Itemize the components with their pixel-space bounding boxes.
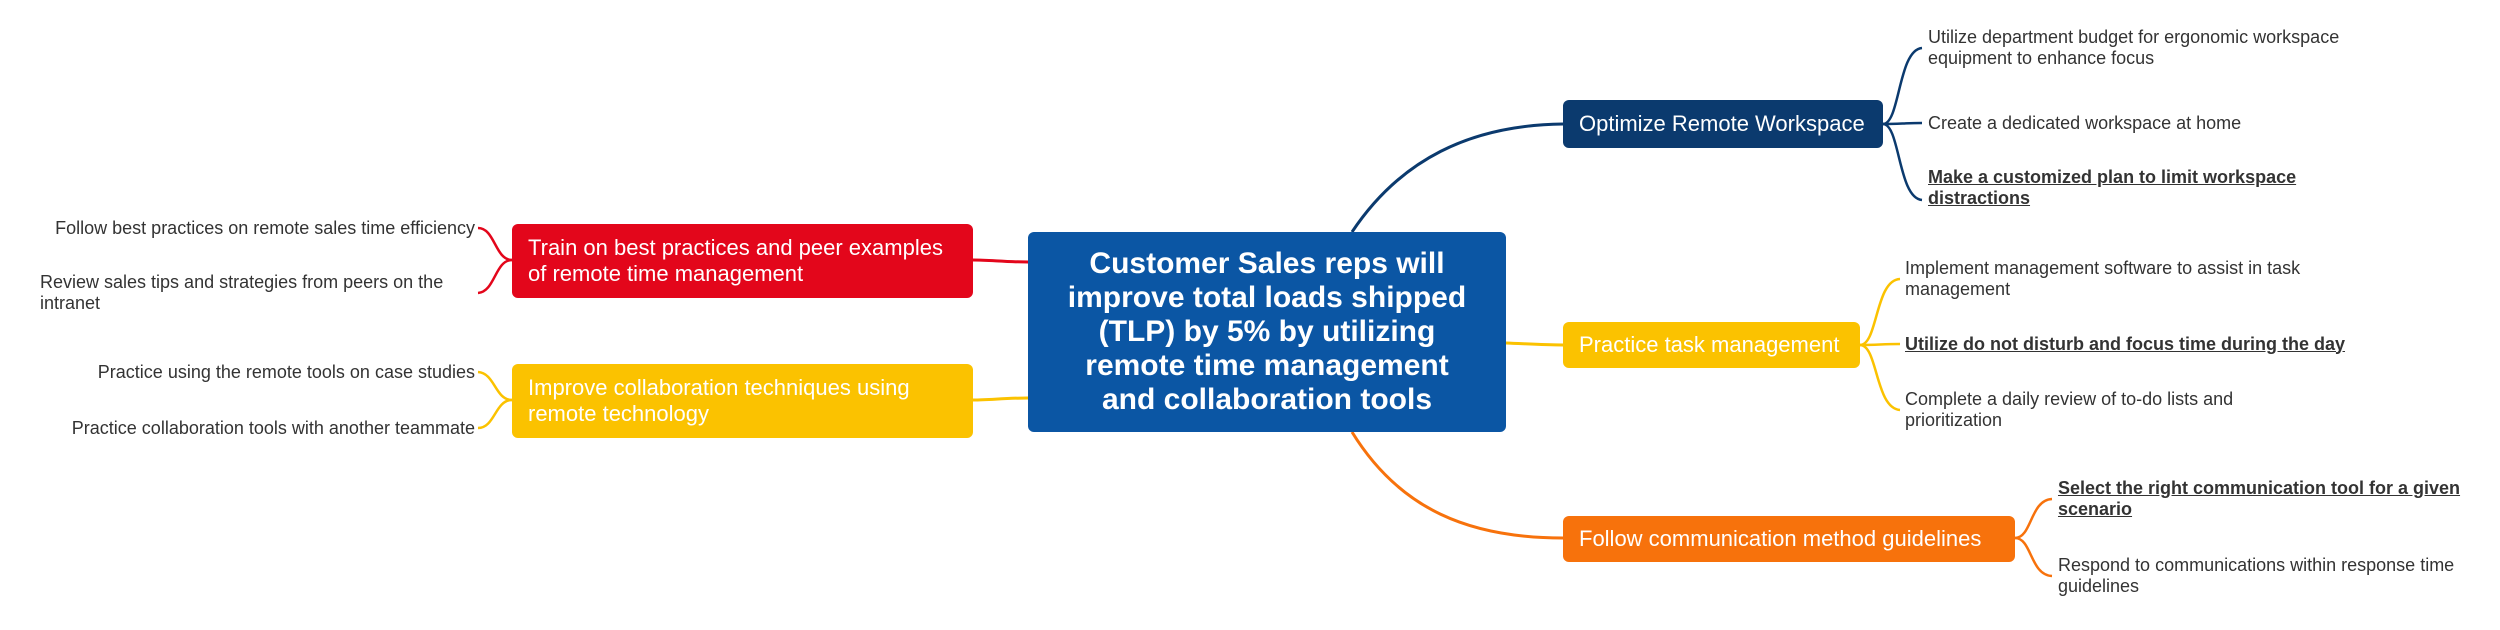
connector-optimize <box>1350 122 1564 233</box>
leaf-label: Review sales tips and strategies from pe… <box>40 272 444 313</box>
connector-communication-leaf-2 <box>2014 536 2053 578</box>
central-topic[interactable]: Customer Sales reps will improve total l… <box>1028 232 1506 432</box>
connector-task-leaf-2 <box>1859 342 1901 347</box>
connector-train <box>972 258 1029 264</box>
branch-practice-task-management[interactable]: Practice task management <box>1563 322 1860 368</box>
connector-optimize-leaf-1 <box>1882 46 1923 126</box>
leaf-label: Practice collaboration tools with anothe… <box>71 417 475 438</box>
connector-task <box>1505 341 1564 347</box>
leaf-train-1[interactable]: Follow best practices on remote sales ti… <box>20 217 475 239</box>
branch-label: Follow communication method guidelines <box>1579 526 1982 551</box>
connector-communication <box>1350 431 1564 540</box>
leaf-communication-1[interactable]: Select the right communication tool for … <box>2058 477 2478 521</box>
connector-collab-leaf-2 <box>477 398 513 430</box>
leaf-label: Practice using the remote tools on case … <box>97 361 475 382</box>
leaf-label: Complete a daily review of to-do lists a… <box>1905 389 2234 430</box>
central-topic-label: Customer Sales reps will improve total l… <box>1067 247 1467 416</box>
leaf-label: Respond to communications within respons… <box>2058 555 2455 596</box>
connector-train-leaf-2 <box>477 258 513 295</box>
connector-communication-leaf-1 <box>2014 497 2053 540</box>
connector-optimize-leaf-2 <box>1882 121 1923 126</box>
branch-follow-communication-guidelines[interactable]: Follow communication method guidelines <box>1563 516 2015 562</box>
leaf-label: Make a customized plan to limit workspac… <box>1928 167 2297 208</box>
leaf-label: Implement management software to assist … <box>1905 258 2301 299</box>
leaf-label: Utilize do not disturb and focus time du… <box>1905 333 2346 354</box>
leaf-label: Create a dedicated workspace at home <box>1928 112 2242 133</box>
leaf-train-2[interactable]: Review sales tips and strategies from pe… <box>40 271 460 315</box>
connector-task-leaf-3 <box>1859 343 1901 412</box>
leaf-task-1[interactable]: Implement management software to assist … <box>1905 257 2335 301</box>
leaf-collab-2[interactable]: Practice collaboration tools with anothe… <box>20 417 475 439</box>
leaf-optimize-3[interactable]: Make a customized plan to limit workspac… <box>1928 166 2328 210</box>
connector-train-leaf-1 <box>477 226 513 262</box>
branch-optimize-remote-workspace[interactable]: Optimize Remote Workspace <box>1563 100 1883 148</box>
connector-task-leaf-1 <box>1859 277 1901 347</box>
leaf-collab-1[interactable]: Practice using the remote tools on case … <box>20 361 475 383</box>
branch-label: Practice task management <box>1579 332 1840 357</box>
leaf-label: Select the right communication tool for … <box>2058 478 2461 519</box>
branch-train-best-practices[interactable]: Train on best practices and peer example… <box>512 224 973 298</box>
leaf-task-3[interactable]: Complete a daily review of to-do lists a… <box>1905 388 2305 432</box>
connector-collab <box>972 396 1029 402</box>
leaf-optimize-2[interactable]: Create a dedicated workspace at home <box>1928 112 2368 134</box>
branch-label: Optimize Remote Workspace <box>1579 111 1865 136</box>
leaf-optimize-1[interactable]: Utilize department budget for ergonomic … <box>1928 26 2368 70</box>
leaf-task-2[interactable]: Utilize do not disturb and focus time du… <box>1905 333 2365 355</box>
branch-label: Improve collaboration techniques using r… <box>528 375 910 426</box>
leaf-label: Utilize department budget for ergonomic … <box>1928 27 2340 68</box>
branch-label: Train on best practices and peer example… <box>528 235 943 286</box>
leaf-label: Follow best practices on remote sales ti… <box>55 217 475 238</box>
connector-collab-leaf-1 <box>477 370 513 402</box>
connector-optimize-leaf-3 <box>1882 122 1923 202</box>
leaf-communication-2[interactable]: Respond to communications within respons… <box>2058 554 2478 598</box>
branch-improve-collaboration[interactable]: Improve collaboration techniques using r… <box>512 364 973 438</box>
